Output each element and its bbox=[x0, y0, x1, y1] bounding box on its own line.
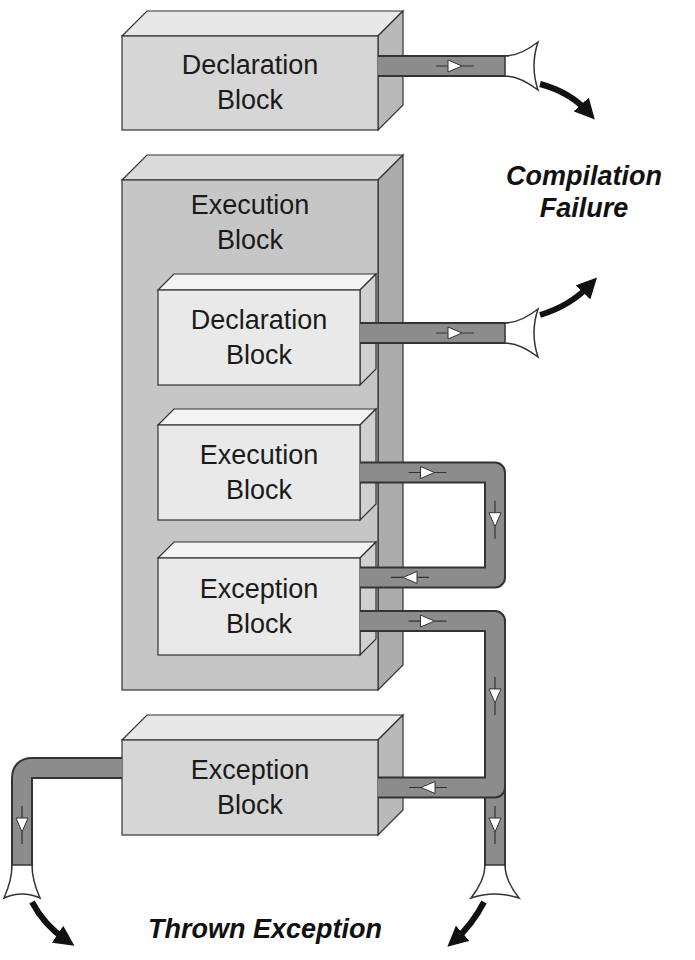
block-box: Exception Block bbox=[158, 558, 360, 655]
funnel bbox=[471, 865, 519, 898]
block-box: Declaration Block bbox=[158, 290, 360, 385]
box-faces bbox=[122, 11, 403, 835]
box-shape bbox=[122, 715, 403, 835]
pipe-connector bbox=[360, 615, 501, 793]
block-title: Execution Block bbox=[165, 188, 335, 257]
exit-pipes bbox=[4, 42, 590, 940]
exit-arrow bbox=[455, 902, 484, 940]
pipe-connector bbox=[360, 467, 501, 584]
block-title: Execution Block bbox=[174, 438, 344, 507]
box-shape bbox=[158, 542, 376, 655]
box-shape bbox=[122, 155, 403, 690]
box-shape bbox=[122, 11, 403, 130]
exit-arrow bbox=[540, 84, 588, 112]
outcome-label: Thrown Exception bbox=[95, 913, 435, 945]
connectors bbox=[360, 467, 501, 794]
exit-arrow bbox=[540, 285, 590, 315]
exit-arrow bbox=[32, 902, 66, 940]
block-box: Declaration Block bbox=[122, 36, 378, 130]
box-shape bbox=[158, 409, 376, 520]
block-title: Declaration Block bbox=[165, 48, 335, 117]
funnel bbox=[4, 865, 40, 898]
block-title: Exception Block bbox=[174, 572, 344, 641]
outcome-label: Compilation Failure bbox=[478, 160, 690, 225]
block-box: Execution BlockDeclaration BlockExecutio… bbox=[122, 180, 378, 690]
block-title: Exception Block bbox=[165, 753, 335, 822]
funnel bbox=[505, 309, 538, 357]
funnel bbox=[505, 42, 538, 90]
block-title: Declaration Block bbox=[174, 303, 344, 372]
block-box: Execution Block bbox=[158, 425, 360, 520]
block-box: Exception Block bbox=[122, 740, 378, 835]
box-shape bbox=[158, 274, 376, 385]
